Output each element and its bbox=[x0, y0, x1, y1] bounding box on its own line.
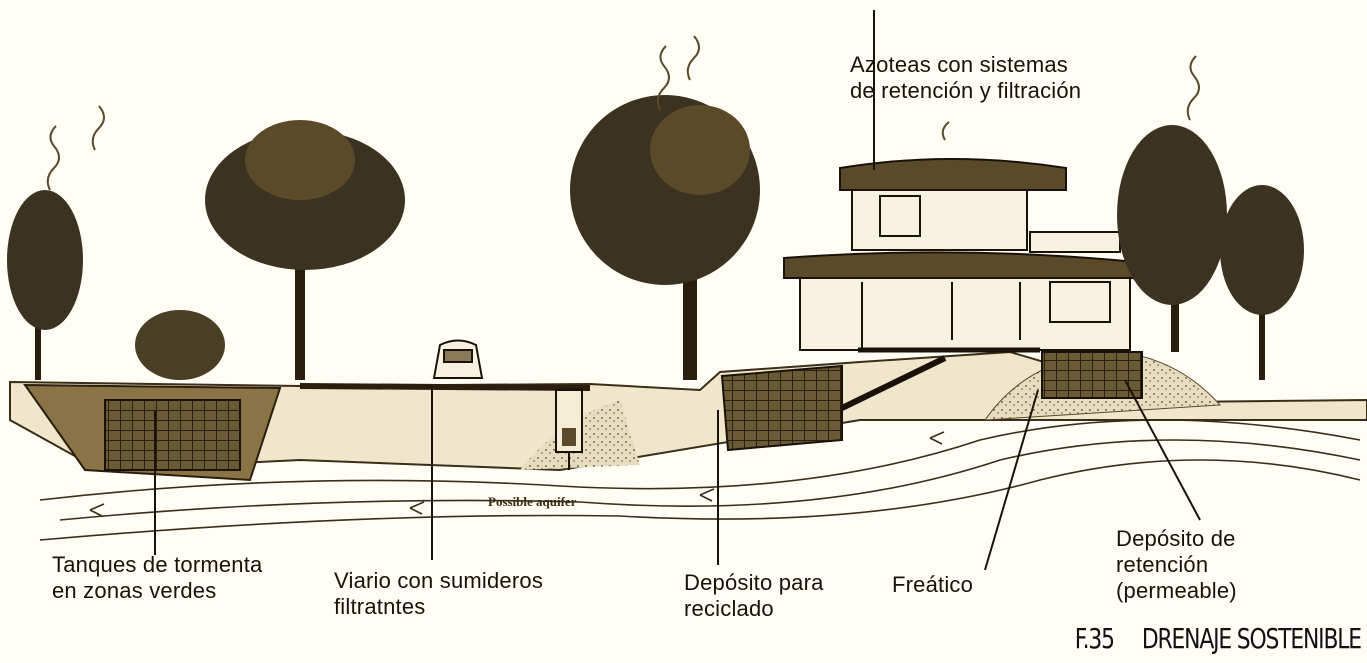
retention-tank bbox=[1041, 351, 1143, 399]
figure-number: F.35 bbox=[1074, 622, 1115, 655]
label-road-drains: Viario con sumideros filtratntes bbox=[334, 568, 544, 619]
figure-title: DRENAJE SOSTENIBLE bbox=[1142, 622, 1362, 655]
aquifer-flow bbox=[39, 419, 1361, 541]
label-roof-systems: Azoteas con sistemas de retención y filt… bbox=[850, 52, 1082, 103]
car bbox=[432, 339, 484, 379]
house bbox=[783, 10, 1137, 353]
leader-lines bbox=[154, 379, 1201, 571]
road-drain bbox=[555, 389, 583, 470]
label-retention-tank: Depósito de retención (permeable) bbox=[1116, 526, 1237, 603]
label-recycling-tank: Depósito para reciclado bbox=[684, 570, 824, 621]
label-water-table: Freático bbox=[892, 572, 974, 597]
evaporation-swirls bbox=[46, 35, 1200, 191]
storm-tank bbox=[23, 383, 282, 482]
label-possible-aquifer: Possible aquifer bbox=[488, 494, 577, 509]
trees bbox=[7, 95, 1304, 380]
recycling-tank bbox=[720, 355, 947, 452]
figure-caption: F.35 DRENAJE SOSTENIBLE bbox=[1074, 622, 1362, 655]
label-storm-tanks: Tanques de tormenta en zonas verdes bbox=[52, 552, 263, 603]
